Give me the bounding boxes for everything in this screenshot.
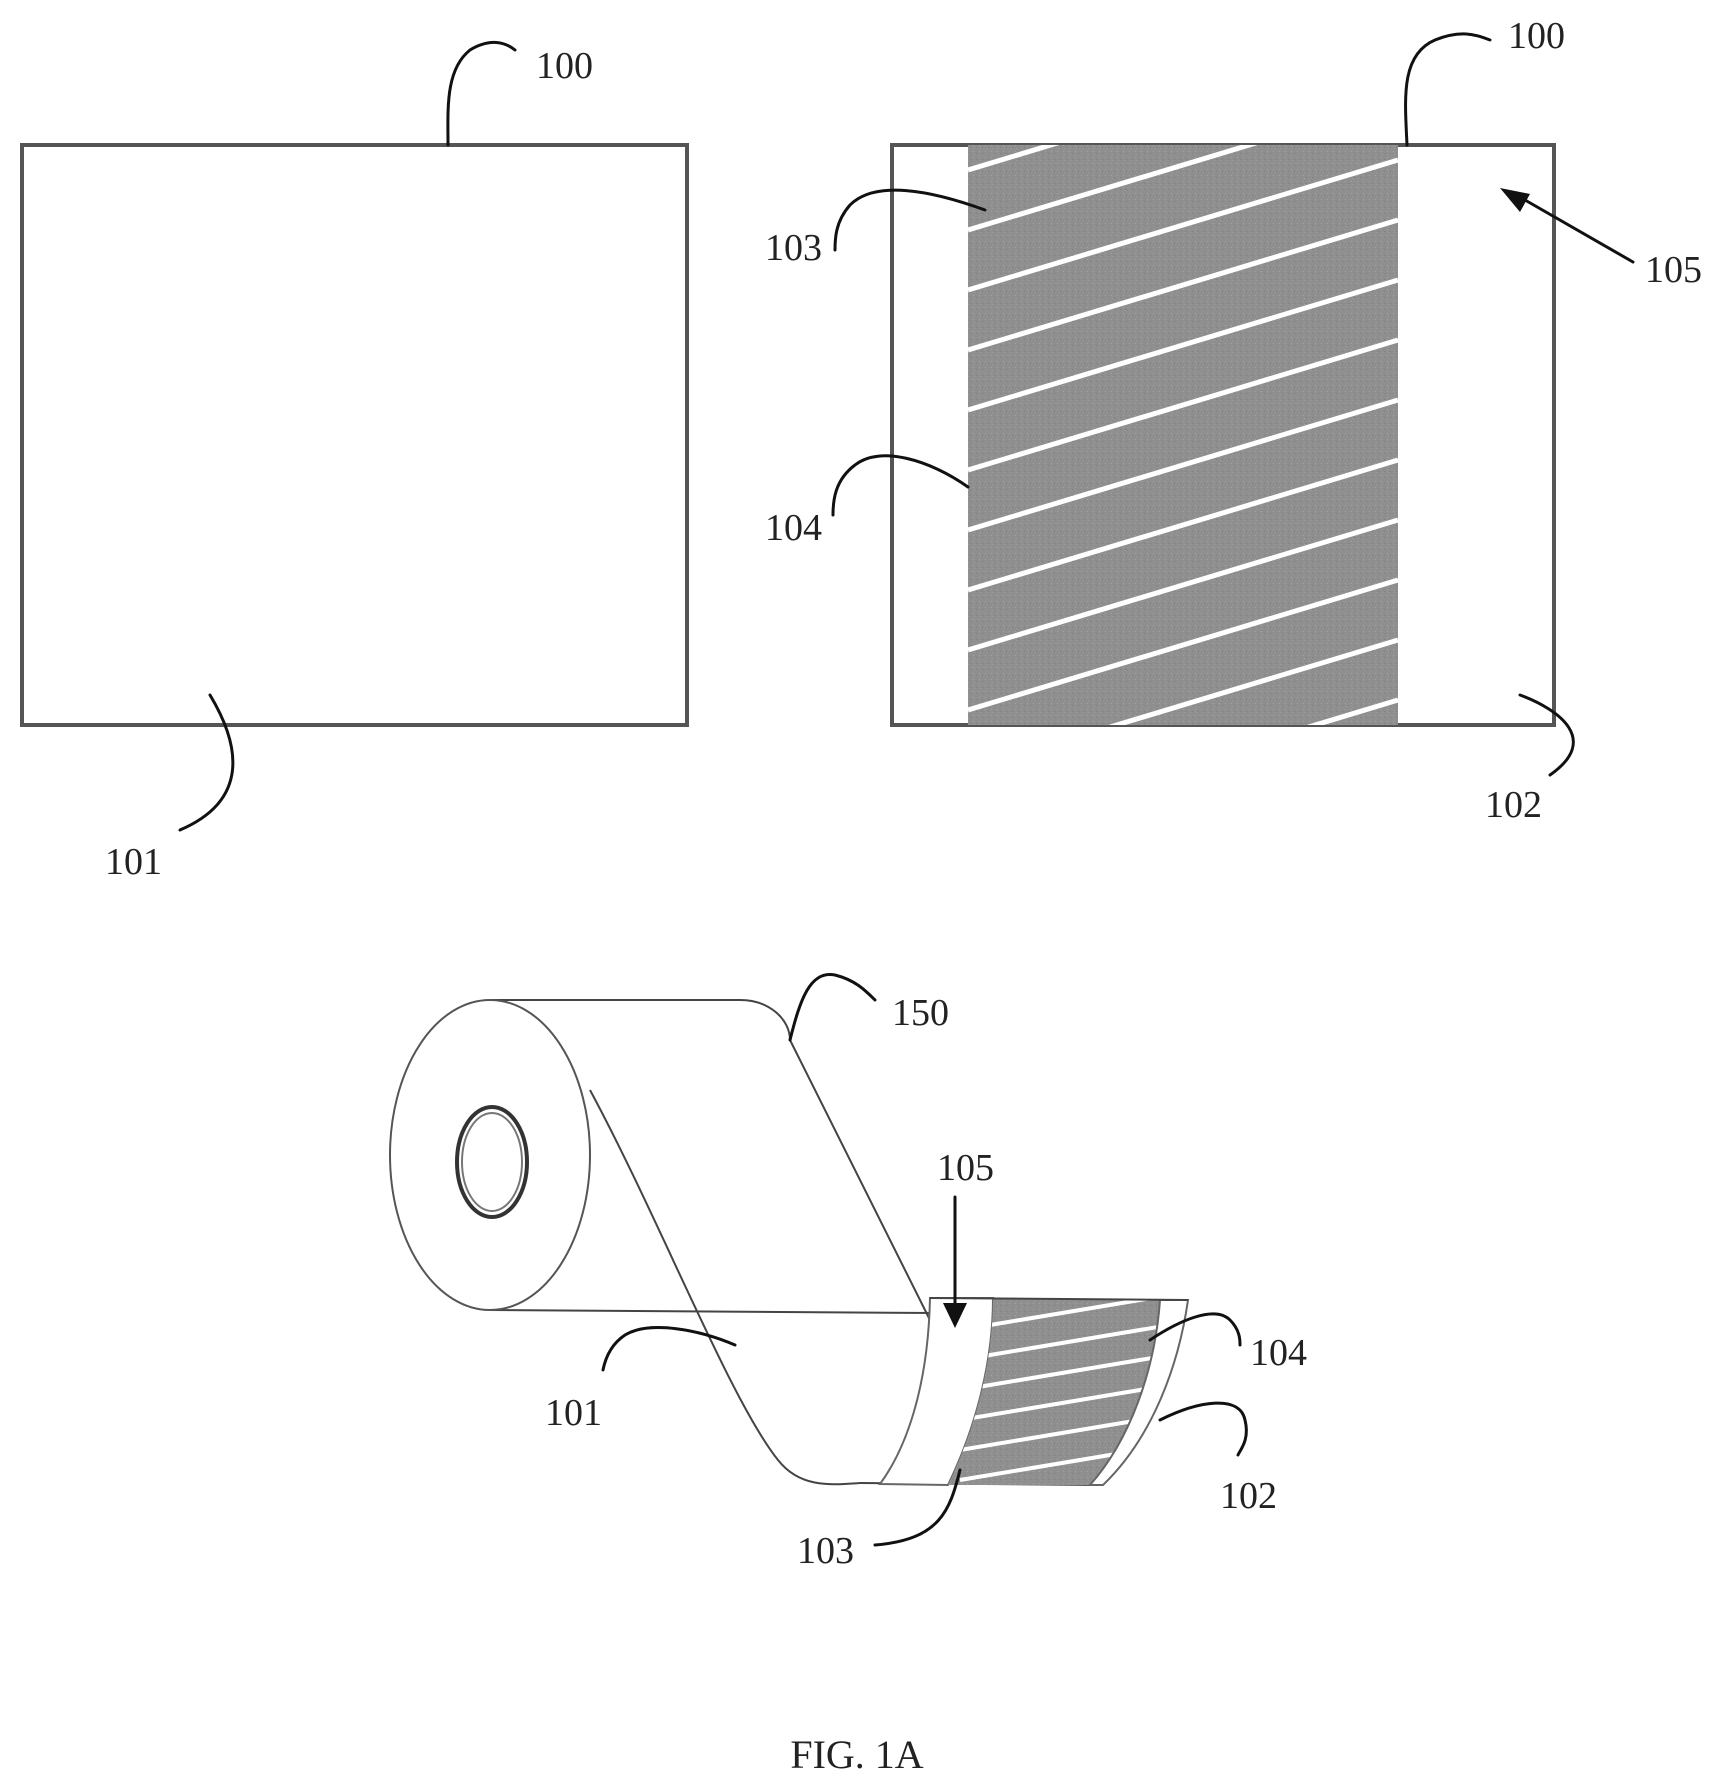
label-105-roll: 105 — [937, 1147, 994, 1189]
lead-102-roll — [1160, 1403, 1246, 1455]
label-104-roll: 104 — [1250, 1332, 1307, 1374]
label-102-roll: 102 — [1220, 1475, 1277, 1517]
label-103-roll: 103 — [797, 1530, 854, 1572]
sheet-right-edge — [790, 1040, 930, 1320]
label-101-left: 101 — [105, 841, 162, 883]
label-100-left: 100 — [536, 45, 593, 87]
label-102-right: 102 — [1485, 784, 1542, 826]
roll-core — [457, 1107, 527, 1217]
label-150: 150 — [892, 992, 949, 1034]
lead-100-left — [448, 42, 515, 145]
sheet-front-view — [22, 145, 687, 725]
roll-illustration — [390, 1000, 1200, 1510]
sheet-front-frame — [22, 145, 687, 725]
figure-caption: FIG. 1A — [790, 1732, 923, 1777]
lead-150 — [790, 974, 875, 1040]
label-103-right: 103 — [765, 227, 822, 269]
label-101-roll: 101 — [545, 1392, 602, 1434]
label-100-right: 100 — [1508, 15, 1565, 57]
label-104-right: 104 — [765, 507, 822, 549]
electrode-stripe-region — [968, 145, 1398, 725]
label-105-right: 105 — [1645, 249, 1702, 291]
sheet-back-view — [892, 40, 1554, 830]
sheet-left-edge — [590, 1090, 860, 1484]
lead-100-right — [1406, 34, 1490, 145]
roll-bottom-edge — [490, 1310, 935, 1313]
